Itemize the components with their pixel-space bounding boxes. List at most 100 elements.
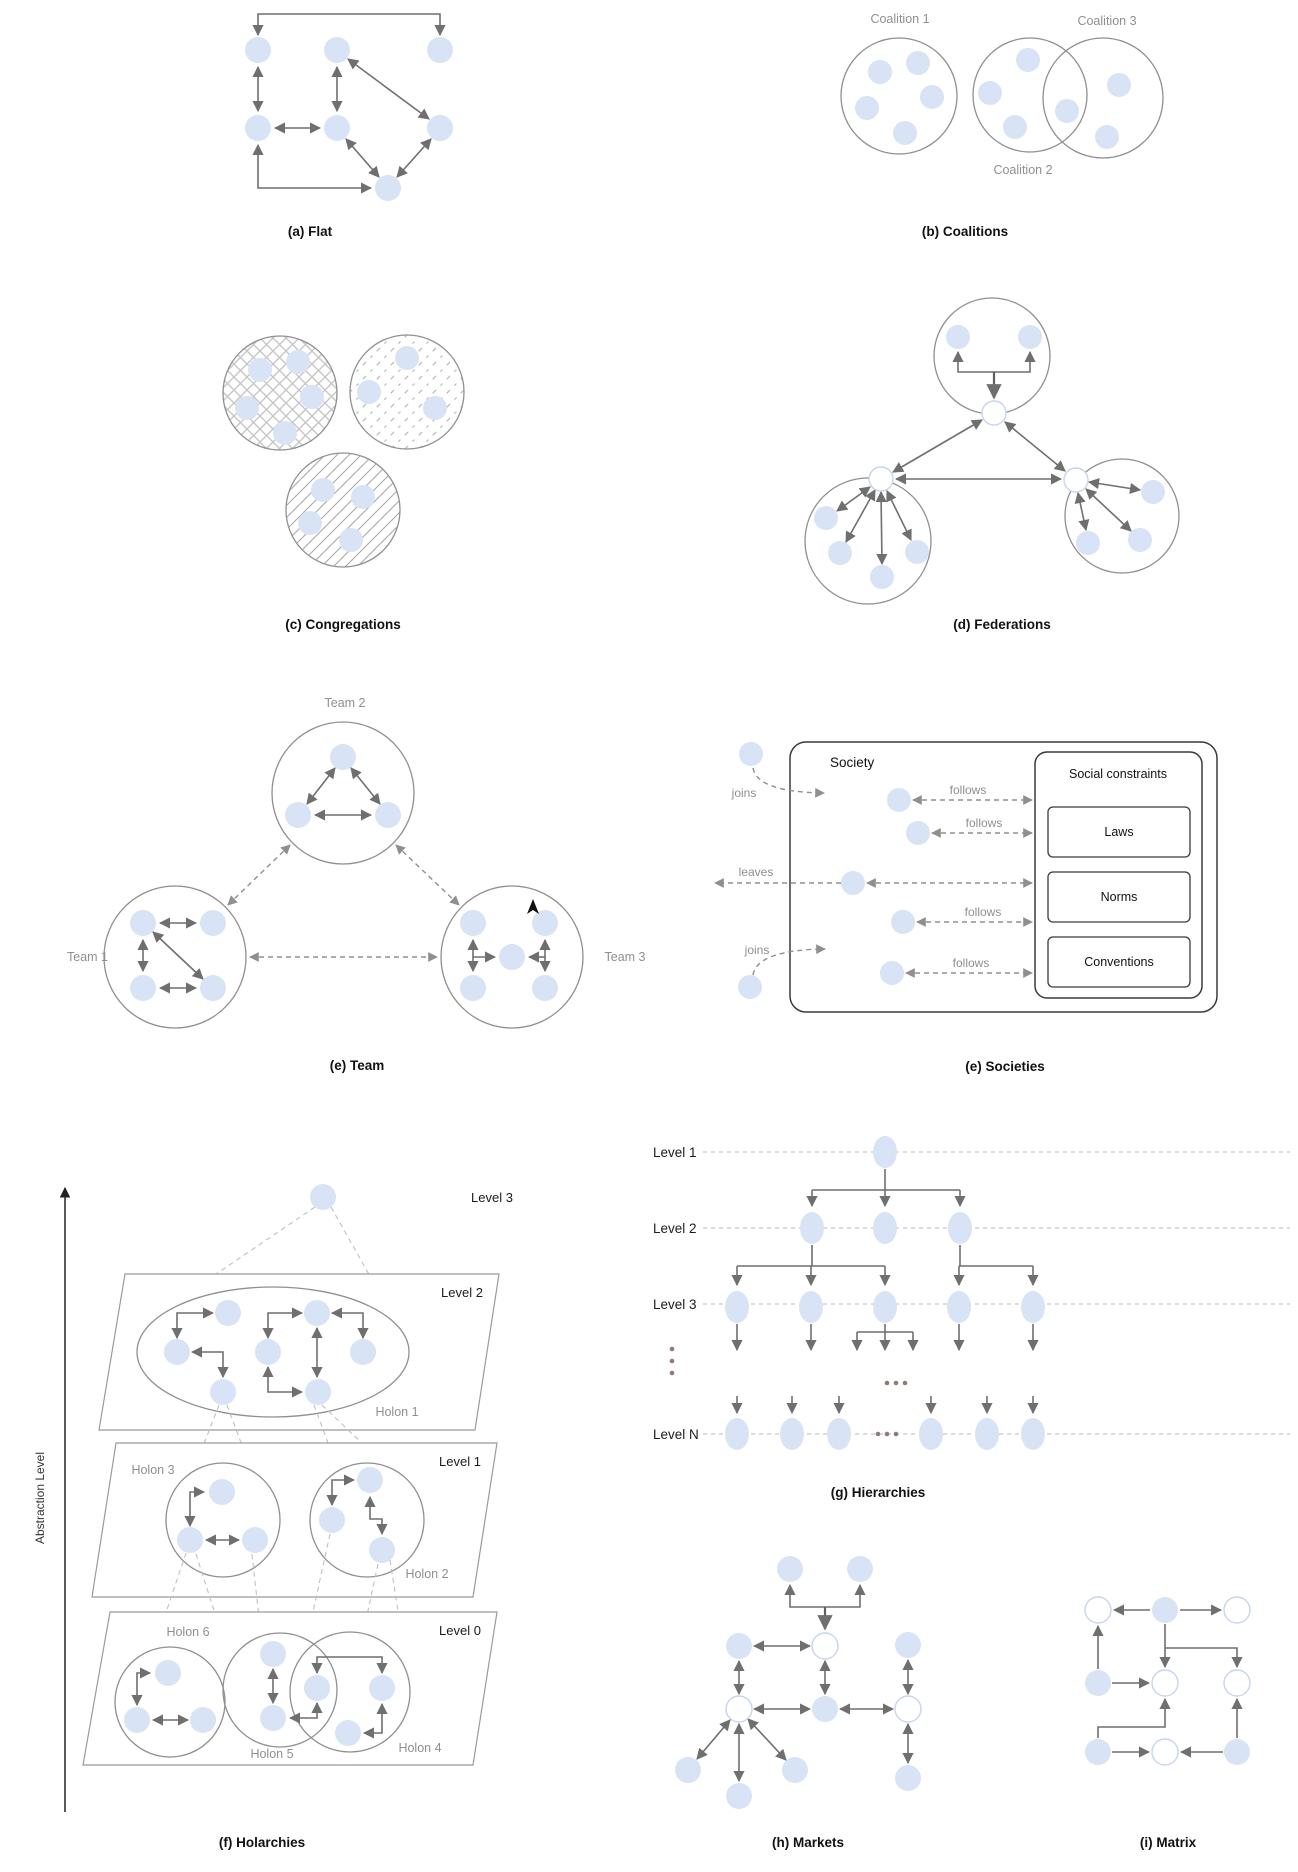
team-1-label: Team 1 (67, 950, 108, 964)
follows-label: follows (950, 783, 987, 797)
team-2-label: Team 2 (325, 696, 366, 710)
caption-markets: (h) Markets (772, 1835, 844, 1850)
panel-matrix: (i) Matrix (1084, 1596, 1251, 1850)
panel-coalitions: Coalition 1 Coalition 2 Coalition 3 (b) … (840, 12, 1164, 239)
team-2-circle (271, 721, 415, 865)
task-node (1223, 1669, 1251, 1697)
follows-label: follows (965, 905, 1002, 919)
caption-coalitions: (b) Coalitions (922, 224, 1008, 239)
team-3-circle (440, 885, 584, 1029)
holon-3-circle (165, 1462, 281, 1578)
federation-right-circle (1064, 458, 1180, 574)
social-constraints-box (1034, 751, 1203, 999)
coalition-3-label: Coalition 3 (1077, 14, 1136, 28)
agent-node (245, 37, 271, 63)
team-1-circle (103, 885, 247, 1029)
panel-team: Team 2 Team 1 Team 3 (e) Team (67, 696, 646, 1073)
abstraction-axis-label: Abstraction Level (33, 1452, 47, 1544)
congregation-dashed-circle (349, 334, 465, 450)
coalition-1-circle (840, 37, 958, 155)
holon-2-circle (309, 1462, 425, 1578)
joining-agent (738, 975, 762, 999)
norms-label: Norms (1101, 890, 1138, 904)
caption-matrix: (i) Matrix (1140, 1835, 1197, 1850)
coalition-2-label: Coalition 2 (993, 163, 1052, 177)
society-label: Society (830, 755, 875, 770)
hier-level-2-label: Level 2 (653, 1221, 697, 1236)
level-3-label: Level 3 (471, 1190, 513, 1205)
conventions-label: Conventions (1084, 955, 1154, 969)
coalition-1-label: Coalition 1 (870, 12, 929, 26)
level-0-label: Level 0 (439, 1623, 481, 1638)
conventions-box (1047, 936, 1191, 988)
team-3-label: Team 3 (605, 950, 646, 964)
caption-federations: (d) Federations (953, 617, 1051, 632)
norms-box (1047, 871, 1191, 923)
hier-level-n-label: Level N (653, 1427, 699, 1442)
hier-level-3-label: Level 3 (653, 1297, 697, 1312)
top-holon-agent (310, 1184, 336, 1210)
caption-holarchies: (f) Holarchies (219, 1835, 305, 1850)
agent-node (324, 115, 350, 141)
task-node (1223, 1596, 1251, 1624)
holon-5-circle (222, 1632, 338, 1748)
coalition-2-circle (972, 37, 1088, 153)
joins-label: joins (744, 943, 770, 957)
holon-3-label: Holon 3 (131, 1463, 174, 1477)
broker-node (811, 1632, 839, 1660)
holon-1-ellipse (136, 1286, 410, 1418)
facilitator-node (981, 400, 1007, 426)
panel-markets: (h) Markets (675, 1556, 922, 1850)
caption-team: (e) Team (330, 1058, 385, 1073)
caption-congregations: (c) Congregations (285, 617, 401, 632)
social-constraints-title: Social constraints (1069, 767, 1167, 781)
task-node (1151, 1738, 1179, 1766)
holon-1-label: Holon 1 (375, 1405, 418, 1419)
holon-6-circle (114, 1646, 226, 1758)
follows-label: follows (953, 956, 990, 970)
level-2-label: Level 2 (441, 1285, 483, 1300)
panel-holarchies: Abstraction Level (33, 1184, 513, 1850)
panel-federations: (d) Federations (804, 297, 1180, 632)
agent-node (324, 37, 350, 63)
coalition-3-circle (1042, 37, 1164, 159)
holon-4-label: Holon 4 (398, 1741, 441, 1755)
panel-congregations: (c) Congregations (222, 334, 465, 632)
facilitator-node (1063, 467, 1089, 493)
agent-node (427, 37, 453, 63)
cursor-arrow-icon (527, 899, 539, 914)
holon-5-label: Holon 5 (250, 1747, 293, 1761)
society-box (789, 741, 1218, 1013)
agent-node (375, 175, 401, 201)
panel-societies: Society Social constraints Laws Norms Co… (714, 741, 1218, 1074)
holon-4-circle (289, 1631, 411, 1753)
laws-label: Laws (1104, 825, 1133, 839)
facilitator-node (868, 466, 894, 492)
level-1-label: Level 1 (439, 1454, 481, 1469)
level-1-plane (91, 1442, 498, 1598)
task-node (1151, 1669, 1179, 1697)
caption-hierarchies: (g) Hierarchies (831, 1485, 926, 1500)
follows-label: follows (966, 816, 1003, 830)
joining-agent (739, 742, 763, 766)
holon-6-label: Holon 6 (166, 1625, 209, 1639)
level-2-plane (98, 1273, 500, 1431)
broker-node (894, 1695, 922, 1723)
caption-flat: (a) Flat (288, 224, 333, 239)
task-node (1084, 1596, 1112, 1624)
federation-top-circle (933, 297, 1051, 415)
agent-node (427, 115, 453, 141)
panel-hierarchies: Level 1 Level 2 Level 3 Level N (g) Hier… (653, 1136, 1290, 1500)
agent-node (245, 115, 271, 141)
panel-flat: (a) Flat (245, 13, 453, 239)
federation-left-circle (804, 477, 932, 605)
congregation-diagonal-circle (285, 452, 401, 568)
leaves-label: leaves (739, 865, 774, 879)
hier-level-1-label: Level 1 (653, 1145, 697, 1160)
laws-box (1047, 806, 1191, 858)
joins-label: joins (731, 786, 757, 800)
holon-2-label: Holon 2 (405, 1567, 448, 1581)
broker-node (725, 1695, 753, 1723)
